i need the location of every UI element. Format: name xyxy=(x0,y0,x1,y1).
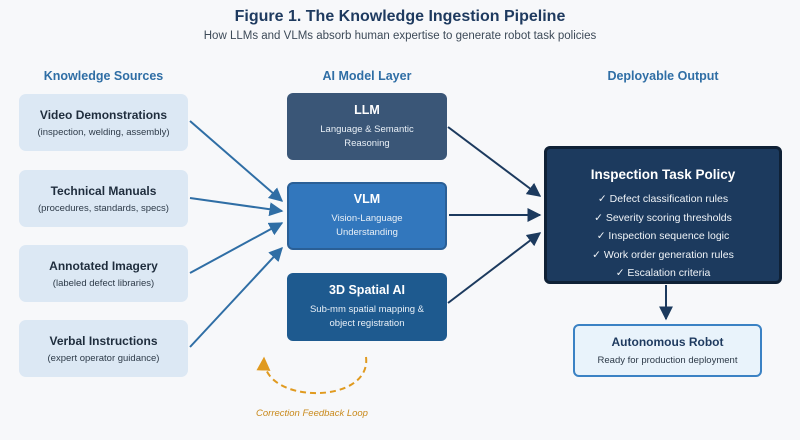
model-desc: Language & Semantic Reasoning xyxy=(320,123,414,149)
inspection-task-policy-box: Inspection Task Policy ✓ Defect classifi… xyxy=(544,146,782,284)
arrow-llm-to-policy xyxy=(447,126,542,197)
source-desc: (expert operator guidance) xyxy=(47,352,160,364)
column-header-sources: Knowledge Sources xyxy=(43,69,164,83)
column-header-models: AI Model Layer xyxy=(322,69,412,83)
source-annotated-imagery: Annotated Imagery (labeled defect librar… xyxy=(19,245,188,302)
source-name: Verbal Instructions xyxy=(49,333,158,348)
figure-subtitle: How LLMs and VLMs absorb human expertise… xyxy=(203,30,597,42)
policy-item: ✓ Severity scoring thresholds xyxy=(594,211,732,224)
model-llm: LLM Language & Semantic Reasoning xyxy=(287,93,447,160)
model-desc: Vision-Language Understanding xyxy=(331,213,403,238)
robot-desc: Ready for production deployment xyxy=(597,355,738,366)
policy-name: Inspection Task Policy xyxy=(590,167,736,182)
policy-item: ✓ Escalation criteria xyxy=(615,267,711,279)
model-3d-spatial-ai: 3D Spatial AI Sub-mm spatial mapping & o… xyxy=(287,273,447,341)
arrow-imagery-to-vlm xyxy=(189,222,284,274)
source-desc: (procedures, standards, specs) xyxy=(38,202,169,214)
source-desc: (labeled defect libraries) xyxy=(52,277,155,289)
source-verbal-instructions: Verbal Instructions (expert operator gui… xyxy=(19,320,188,377)
model-name: VLM xyxy=(353,192,381,206)
feedback-loop-arrow xyxy=(256,356,368,394)
source-name: Annotated Imagery xyxy=(49,258,158,273)
source-name: Video Demonstrations xyxy=(39,107,168,122)
source-video-demonstrations: Video Demonstrations (inspection, weldin… xyxy=(19,94,188,151)
arrow-verbal-to-vlm xyxy=(189,246,283,348)
autonomous-robot-box: Autonomous Robot Ready for production de… xyxy=(573,324,762,377)
source-desc: (inspection, welding, assembly) xyxy=(37,126,170,138)
policy-item: ✓ Work order generation rules xyxy=(592,248,734,261)
figure-title: Figure 1. The Knowledge Ingestion Pipeli… xyxy=(234,8,566,25)
column-header-output: Deployable Output xyxy=(607,69,719,83)
policy-item: ✓ Inspection sequence logic xyxy=(596,230,730,242)
arrow-manuals-to-vlm xyxy=(189,197,284,217)
model-name: 3D Spatial AI xyxy=(329,283,405,297)
feedback-loop-label: Correction Feedback Loop xyxy=(256,408,368,419)
model-name: LLM xyxy=(354,102,380,117)
arrow-video-to-vlm xyxy=(189,120,284,202)
source-technical-manuals: Technical Manuals (procedures, standards… xyxy=(19,170,188,227)
robot-name: Autonomous Robot xyxy=(611,335,724,349)
model-desc: Sub-mm spatial mapping & object registra… xyxy=(309,304,425,329)
model-vlm: VLM Vision-Language Understanding xyxy=(287,182,447,250)
policy-item: ✓ Defect classification rules xyxy=(597,193,729,205)
source-name: Technical Manuals xyxy=(50,183,157,198)
arrow-spatial-to-policy xyxy=(447,232,542,304)
